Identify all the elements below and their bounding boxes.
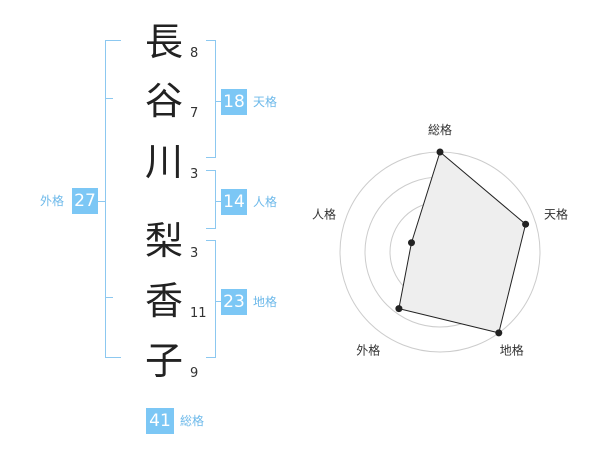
jinkaku-bracket	[206, 170, 216, 229]
name-char-4: 梨	[144, 219, 183, 263]
chikaku-label: 地格	[253, 295, 278, 309]
tenkaku-connector	[215, 101, 222, 102]
radar-axis-label: 外格	[356, 343, 380, 358]
gaikaku-badge: 27	[72, 188, 98, 214]
radar-point	[408, 239, 415, 247]
jinkaku-connector	[215, 201, 222, 202]
gaikaku-label: 外格	[40, 194, 65, 208]
radar-point	[395, 305, 403, 313]
tenkaku-bracket	[206, 40, 216, 158]
name-char-2: 谷	[144, 79, 183, 123]
stroke-count-5: 11	[190, 306, 207, 321]
stroke-count-3: 3	[190, 167, 199, 182]
radar-point	[436, 148, 444, 156]
tenkaku-badge: 18	[221, 89, 247, 115]
name-char-5: 香	[144, 279, 183, 323]
name-char-1: 長	[144, 20, 183, 64]
stroke-count-6: 9	[190, 366, 199, 381]
radar-axis-label: 地格	[500, 343, 524, 358]
gaikaku-bracket-tick-mid	[105, 297, 113, 298]
jinkaku-badge: 14	[221, 189, 247, 215]
stroke-count-1: 8	[190, 46, 199, 61]
gaikaku-bracket-tick-top	[105, 98, 113, 99]
gaikaku-bracket	[105, 40, 121, 358]
chikaku-badge: 23	[221, 289, 247, 315]
name-char-6: 子	[144, 339, 183, 383]
jinkaku-label: 人格	[253, 195, 278, 209]
tenkaku-label: 天格	[253, 95, 278, 109]
stroke-count-2: 7	[190, 106, 199, 121]
radar-area	[398, 151, 527, 334]
radar-axis-label: 天格	[544, 206, 568, 221]
gaikaku-connector	[98, 201, 106, 202]
soukaku-badge: 41	[146, 408, 174, 434]
name-char-3: 川	[144, 140, 183, 184]
chikaku-connector	[215, 301, 222, 302]
stroke-count-4: 3	[190, 246, 199, 261]
soukaku-label: 総格	[180, 414, 205, 428]
radar-axis-label: 人格	[312, 206, 336, 221]
chikaku-bracket	[206, 240, 216, 358]
radar-point	[495, 329, 503, 337]
radar-point	[522, 220, 530, 228]
radar-axis-label: 総格	[428, 122, 452, 137]
